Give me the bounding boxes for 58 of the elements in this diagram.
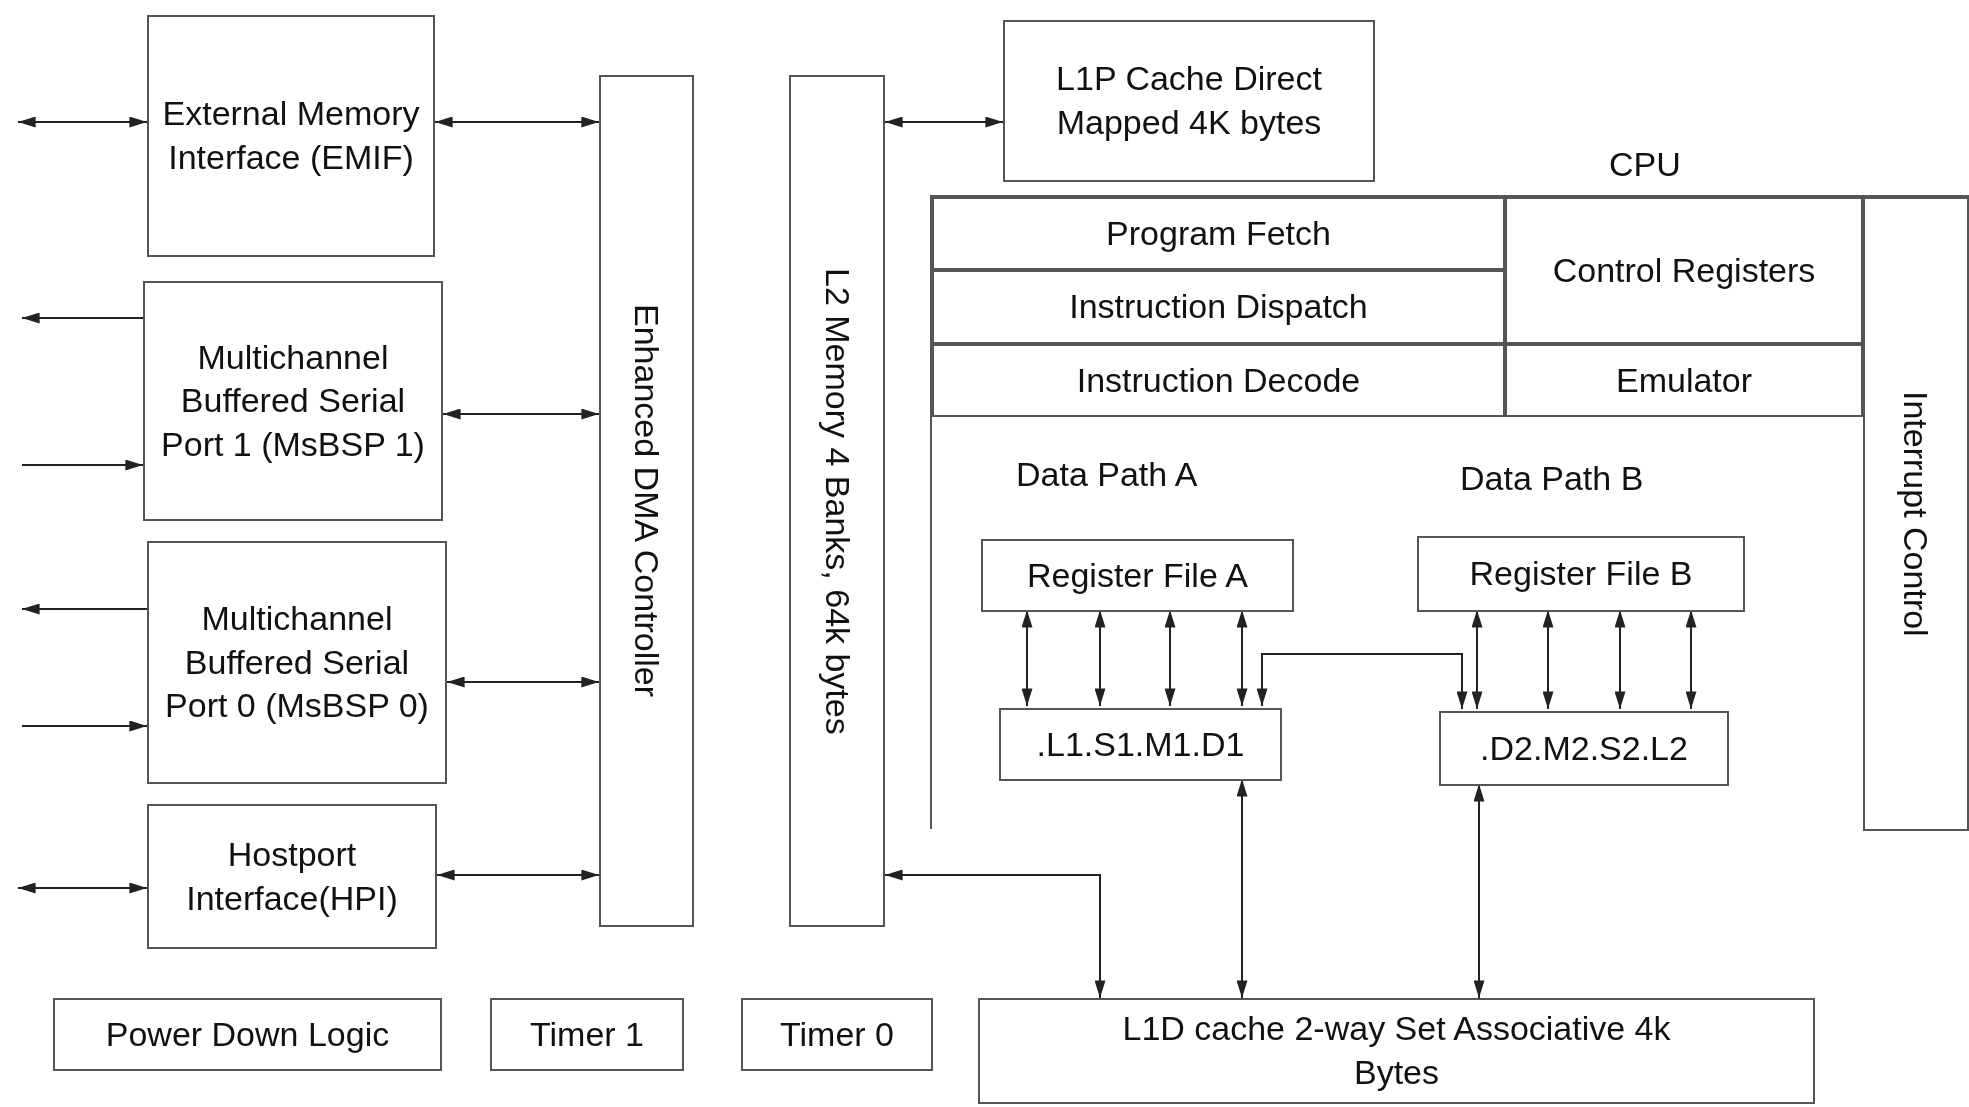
block-label: Register File A	[1026, 554, 1249, 596]
arrow	[21, 459, 144, 471]
block-box	[1003, 20, 1375, 182]
block-label: Power Down Logic	[105, 1013, 390, 1055]
block-label: Multichannel Buffered Serial Port 0 (MsBSP 0)	[164, 598, 430, 727]
block-label: .D2.M2.S2.L2	[1480, 727, 1688, 769]
arrow	[884, 869, 1106, 999]
block-box	[932, 270, 1505, 344]
cpu-heading: CPU	[1609, 144, 1681, 185]
block-box	[53, 998, 442, 1071]
block-label: Program Fetch	[1106, 212, 1331, 254]
arrow	[17, 116, 148, 128]
block-label: L1P Cache Direct Mapped 4K bytes	[1055, 58, 1323, 143]
block-box	[490, 998, 684, 1071]
block-box	[143, 281, 443, 521]
block-box	[741, 998, 933, 1071]
block-box	[932, 197, 1505, 270]
block-label: L1D cache 2-way Set Associative 4k Bytes	[1121, 1008, 1672, 1093]
arrow	[17, 882, 148, 894]
arrow	[21, 720, 148, 732]
block-label: Interrupt Control	[1896, 391, 1937, 637]
block-label: Instruction Decode	[1076, 359, 1361, 401]
block-label: Instruction Dispatch	[1069, 286, 1368, 328]
block-label: Register File B	[1469, 553, 1693, 595]
block-label: .L1.S1.M1.D1	[1036, 723, 1245, 765]
block-label: L2 Memory 4 Banks, 64k bytes	[817, 267, 858, 735]
arrow	[884, 116, 1004, 128]
block-box	[147, 541, 447, 784]
block-label: Timer 1	[530, 1013, 644, 1055]
block-box	[147, 804, 437, 949]
block-box	[978, 998, 1815, 1104]
arrow	[21, 312, 144, 324]
block-box	[1505, 344, 1863, 417]
block-label: External Memory Interface (EMIF)	[161, 93, 421, 178]
block-label: Multichannel Buffered Serial Port 1 (MsBSP 1)	[160, 336, 426, 465]
interrupt-control-box	[1863, 197, 1969, 831]
block-label: Timer 0	[780, 1013, 894, 1055]
arrow	[446, 676, 600, 688]
arrow	[1256, 653, 1468, 710]
controller-bar	[599, 75, 694, 927]
block-box	[147, 15, 435, 257]
functional-units-box	[999, 708, 1282, 781]
block-box	[932, 344, 1505, 417]
arrow	[442, 408, 600, 420]
block-label: Emulator	[1615, 359, 1753, 401]
block-label: Hostport Interface(HPI)	[185, 834, 399, 919]
block-box	[1505, 197, 1863, 344]
section-label: Data Path A	[1016, 455, 1198, 494]
section-label: Data Path B	[1460, 459, 1644, 498]
arrow	[436, 869, 600, 881]
block-label: Enhanced DMA Controller	[627, 304, 668, 698]
arrow	[21, 603, 148, 615]
block-label: Control Registers	[1552, 249, 1816, 291]
register-file-box	[981, 539, 1294, 612]
arrow	[434, 116, 600, 128]
register-file-box	[1417, 536, 1745, 612]
memory-bar	[789, 75, 885, 927]
functional-units-box	[1439, 711, 1729, 786]
